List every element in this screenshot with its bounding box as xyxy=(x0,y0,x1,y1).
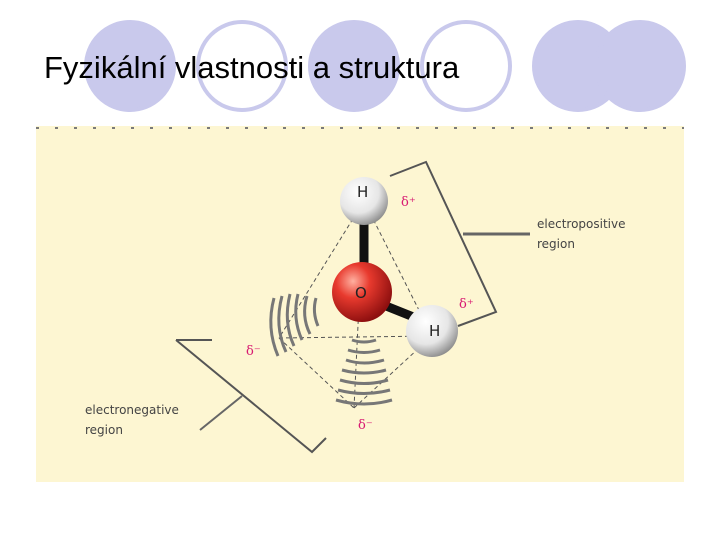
decorative-circle xyxy=(308,20,400,112)
decorative-circle xyxy=(594,20,686,112)
electronegative-leader xyxy=(199,395,243,431)
hydrogen-atom-right xyxy=(406,305,458,357)
electronegative-label-line1: electronegative xyxy=(85,403,179,417)
bottom-lone-pair-waves xyxy=(335,338,393,406)
decorative-circle xyxy=(420,20,512,112)
hydrogen-top-label: H xyxy=(357,183,368,201)
electronegative-bracket xyxy=(175,339,327,454)
charge-left-lone-pair: δ⁻ xyxy=(246,344,261,359)
tetrahedron-outline xyxy=(278,200,433,409)
electropositive-label-line1: electropositive xyxy=(537,217,625,231)
decorative-circles xyxy=(84,20,686,112)
slide-title: Fyzikální vlastnosti a struktura xyxy=(44,50,460,85)
charge-top-hydrogen: δ⁺ xyxy=(401,195,416,210)
hydrogen-atom-top xyxy=(340,177,388,225)
charge-right-hydrogen: δ⁺ xyxy=(459,297,474,312)
water-molecule-figure: H O H δ⁺ δ⁺ δ⁻ δ⁻ electropositive region… xyxy=(36,126,684,482)
left-lone-pair-waves xyxy=(269,293,320,357)
oxygen-label: O xyxy=(355,284,367,302)
charge-bottom-lone-pair: δ⁻ xyxy=(358,418,373,433)
decorative-circle xyxy=(84,20,176,112)
oxygen-atom xyxy=(332,262,392,322)
electropositive-bracket xyxy=(389,160,498,327)
electronegative-label-line2: region xyxy=(85,423,123,437)
decorative-circle xyxy=(196,20,288,112)
hydrogen-right-label: H xyxy=(429,322,440,340)
electropositive-label-line2: region xyxy=(537,237,575,251)
